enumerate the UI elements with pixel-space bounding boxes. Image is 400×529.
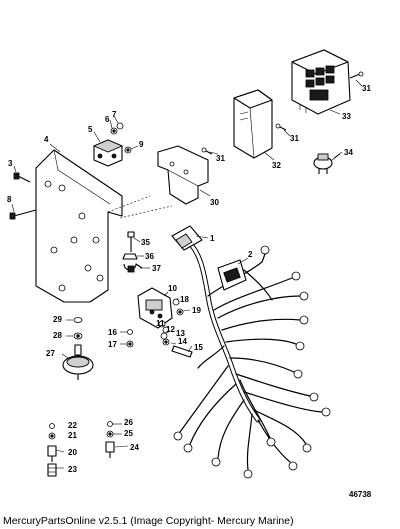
callout-36: 36 (145, 252, 154, 261)
part-12-terminal[interactable] (162, 326, 170, 334)
callout-7: 7 (112, 110, 117, 119)
part-6-nut[interactable] (110, 127, 118, 135)
callout-20: 20 (68, 448, 77, 457)
part-18-washer[interactable] (172, 298, 180, 306)
part-33-module[interactable] (291, 49, 351, 115)
callout-3: 3 (8, 159, 13, 168)
part-31-screw-mid[interactable] (275, 123, 287, 131)
part-19-nut[interactable] (176, 308, 184, 316)
part-31-screw-bracket[interactable] (201, 147, 213, 155)
part-13-washer[interactable] (160, 332, 168, 340)
callout-1: 1 (210, 234, 215, 243)
part-17-nut[interactable] (126, 340, 134, 348)
part-7-washer[interactable] (116, 122, 124, 130)
callout-30: 30 (210, 198, 219, 207)
part-3-screw[interactable] (13, 172, 31, 183)
callout-15: 15 (194, 343, 203, 352)
callout-22: 22 (68, 421, 77, 430)
callout-23: 23 (68, 465, 77, 474)
callout-12: 12 (166, 325, 175, 334)
callout-34: 34 (344, 148, 353, 157)
callout-35: 35 (141, 238, 150, 247)
part-26-washer[interactable] (107, 421, 113, 427)
callout-14: 14 (178, 337, 187, 346)
part-8-bolt[interactable] (9, 209, 37, 220)
part-5-relay[interactable] (92, 139, 124, 167)
part-31-screw-top[interactable] (349, 71, 364, 79)
part-24-switch[interactable] (105, 441, 115, 458)
part-1-wiring-harness[interactable] (171, 225, 331, 479)
part-15-screw[interactable] (171, 345, 193, 358)
callout-10: 10 (168, 284, 177, 293)
part-37-clamp[interactable] (123, 263, 143, 273)
part-10-switch-assembly[interactable] (137, 287, 173, 329)
part-23-fitting[interactable] (47, 463, 57, 477)
callout-28: 28 (53, 331, 62, 340)
callout-31-mid: 31 (290, 134, 299, 143)
callout-6: 6 (105, 115, 110, 124)
part-32-control-module[interactable] (233, 89, 273, 159)
part-16-washer[interactable] (127, 329, 133, 335)
callout-31-top: 31 (362, 84, 371, 93)
part-20-sensor[interactable] (47, 445, 57, 462)
callout-16: 16 (108, 328, 117, 337)
part-28-nut[interactable] (73, 332, 83, 340)
part-22-washer[interactable] (49, 423, 55, 429)
callout-37: 37 (152, 264, 161, 273)
callout-31-bracket: 31 (216, 154, 225, 163)
callout-21: 21 (68, 431, 77, 440)
callout-13: 13 (176, 329, 185, 338)
callout-27: 27 (46, 349, 55, 358)
part-35-bolt[interactable] (127, 231, 135, 252)
callout-8: 8 (7, 195, 12, 204)
callout-33: 33 (342, 112, 351, 121)
diagram-reference-number: 46738 (349, 490, 372, 499)
part-2-connector[interactable] (217, 259, 273, 301)
callout-29: 29 (53, 315, 62, 324)
callout-labels: 1 2 3 4 5 6 7 8 9 10 11 12 13 14 15 16 1… (7, 84, 372, 499)
part-36-clip[interactable] (122, 253, 138, 260)
part-14-nut[interactable] (162, 338, 170, 346)
callout-32: 32 (272, 161, 281, 170)
copyright-footer: MercuryPartsOnline v2.5.1 (Image Copyrig… (3, 515, 294, 527)
part-4-mounting-plate[interactable] (35, 149, 173, 303)
leader-lines (11, 79, 363, 469)
callout-5: 5 (88, 125, 93, 134)
part-25-nut[interactable] (106, 430, 114, 438)
part-29-washer[interactable] (73, 317, 83, 323)
callout-25: 25 (124, 429, 133, 438)
callout-11: 11 (156, 319, 165, 328)
part-11-terminal[interactable] (158, 320, 166, 328)
exploded-parts-diagram: 1 2 3 4 5 6 7 8 9 10 11 12 13 14 15 16 1… (7, 49, 372, 499)
callout-9: 9 (139, 140, 144, 149)
callout-24: 24 (130, 443, 139, 452)
callout-17: 17 (108, 340, 117, 349)
callout-26: 26 (124, 418, 133, 427)
part-9-nut[interactable] (124, 146, 132, 154)
part-21-nut[interactable] (48, 432, 56, 440)
callout-4: 4 (44, 135, 49, 144)
callout-2: 2 (248, 250, 253, 259)
callout-18: 18 (180, 295, 189, 304)
part-34-sensor[interactable] (313, 153, 341, 174)
part-27-sender[interactable] (62, 344, 94, 380)
part-30-bracket[interactable] (157, 145, 209, 205)
callout-19: 19 (192, 306, 201, 315)
